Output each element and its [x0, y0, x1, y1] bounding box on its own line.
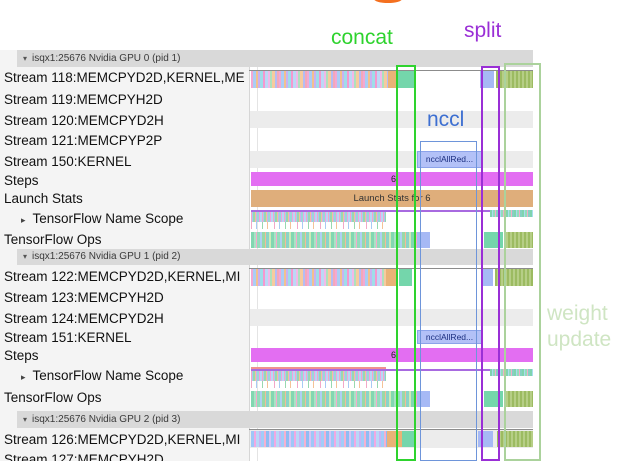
trace-event-block[interactable] [388, 71, 398, 88]
trace-event-block[interactable] [386, 269, 398, 286]
track-label-stream124[interactable]: Stream 124:MEMCPYD2H [4, 311, 164, 326]
section-border [249, 429, 533, 430]
track-label-steps[interactable]: Steps [4, 173, 39, 188]
trace-events-dense[interactable] [251, 232, 417, 248]
concat-annotation-label: concat [331, 26, 393, 49]
step-number: 6 [390, 174, 396, 184]
weight-update-line2: update [547, 328, 612, 351]
step-number: 6 [390, 350, 396, 360]
track-label-stream121[interactable]: Stream 121:MEMCPYP2P [4, 133, 163, 148]
weight-update-annotation-rect [504, 63, 541, 461]
section-border [249, 70, 533, 71]
weight-update-line1: weight [547, 302, 608, 325]
track-label-stream118[interactable]: Stream 118:MEMCPYD2D,KERNEL,ME [4, 70, 245, 85]
track-label-name-scope[interactable]: ▸ TensorFlow Name Scope [4, 364, 248, 388]
trace-events-dense[interactable] [490, 210, 533, 217]
track-label-tf-ops[interactable]: TensorFlow Ops [4, 232, 102, 247]
track-label-stream126[interactable]: Stream 126:MEMCPYD2D,KERNEL,MI [4, 432, 241, 447]
track-label-stream127[interactable]: Stream 127:MEMCPYH2D [4, 452, 164, 461]
chevron-down-icon: ▾ [23, 54, 28, 63]
section-border [249, 268, 533, 269]
track-label-launch-stats[interactable]: Launch Stats [4, 191, 83, 206]
trace-events-dense[interactable] [251, 431, 387, 447]
nccl-annotation-rect [420, 141, 477, 461]
step-extent-line [251, 369, 533, 371]
orange-partial-glyph [374, 0, 402, 3]
chevron-down-icon: ▾ [23, 252, 28, 261]
trace-event-block[interactable] [481, 269, 493, 286]
track-label-stream122[interactable]: Stream 122:MEMCPYD2D,KERNEL,MI [4, 269, 241, 284]
track-label-text: TensorFlow Name Scope [32, 211, 184, 226]
process-header-label: isqx1:25676 Nvidia GPU 1 (pid 2) [32, 251, 181, 262]
process-header-label: isqx1:25676 Nvidia GPU 0 (pid 1) [32, 53, 181, 64]
event-fringe-line [251, 367, 386, 369]
trace-event-block[interactable] [398, 71, 415, 88]
process-header-label: isqx1:25676 Nvidia GPU 2 (pid 3) [32, 414, 181, 425]
row-stripe [250, 309, 533, 326]
chevron-right-icon: ▸ [21, 372, 26, 382]
track-label-steps[interactable]: Steps [4, 348, 39, 363]
track-label-tf-ops[interactable]: TensorFlow Ops [4, 390, 102, 405]
track-label-name-scope[interactable]: ▸ TensorFlow Name Scope [4, 208, 248, 230]
chevron-down-icon: ▾ [23, 415, 28, 424]
row-stripe [250, 111, 533, 128]
nccl-annotation-label: nccl [427, 108, 465, 131]
step-extent-line [251, 210, 533, 212]
trace-events-dense[interactable] [251, 71, 388, 88]
track-label-stream151[interactable]: Stream 151:KERNEL [4, 330, 132, 345]
steps-bar[interactable] [251, 348, 533, 362]
trace-events-dense[interactable] [251, 212, 386, 222]
trace-events-dense[interactable] [504, 232, 533, 248]
track-label-stream123[interactable]: Stream 123:MEMCPYH2D [4, 290, 164, 305]
trace-events-dense[interactable] [497, 431, 533, 447]
split-annotation-label: split [464, 19, 502, 42]
trace-events-dense[interactable] [504, 391, 533, 407]
trace-events-fringe [251, 222, 386, 229]
trace-event-block[interactable] [402, 431, 414, 447]
trace-event-block[interactable] [480, 71, 494, 88]
weight-update-annotation-label: weight update [547, 301, 611, 353]
track-label-stream120[interactable]: Stream 120:MEMCPYD2H [4, 113, 164, 128]
trace-events-dense[interactable] [251, 371, 386, 381]
trace-event-block[interactable] [387, 431, 402, 447]
track-label-stream150[interactable]: Stream 150:KERNEL [4, 154, 132, 169]
process-header-gpu1[interactable]: ▾ isqx1:25676 Nvidia GPU 1 (pid 2) [17, 249, 533, 265]
steps-bar[interactable] [251, 172, 533, 186]
trace-events-fringe [251, 381, 386, 388]
concat-annotation-rect [396, 65, 416, 461]
trace-events-dense[interactable] [490, 369, 533, 376]
track-label-stream119[interactable]: Stream 119:MEMCPYH2D [4, 92, 163, 107]
trace-events-dense[interactable] [251, 391, 417, 407]
launch-stats-bar[interactable]: Launch Stats for 6 [251, 190, 533, 207]
chevron-right-icon: ▸ [21, 215, 26, 225]
trace-events-dense[interactable] [251, 269, 386, 286]
trace-event-block[interactable] [399, 269, 412, 286]
process-header-gpu2[interactable]: ▾ isqx1:25676 Nvidia GPU 2 (pid 3) [17, 411, 533, 428]
split-annotation-rect [481, 66, 500, 461]
process-header-gpu0[interactable]: ▾ isqx1:25676 Nvidia GPU 0 (pid 1) [17, 50, 533, 67]
nccl-allreduce-event[interactable]: ncclAllRed... [417, 330, 482, 344]
track-label-text: TensorFlow Name Scope [32, 368, 184, 383]
